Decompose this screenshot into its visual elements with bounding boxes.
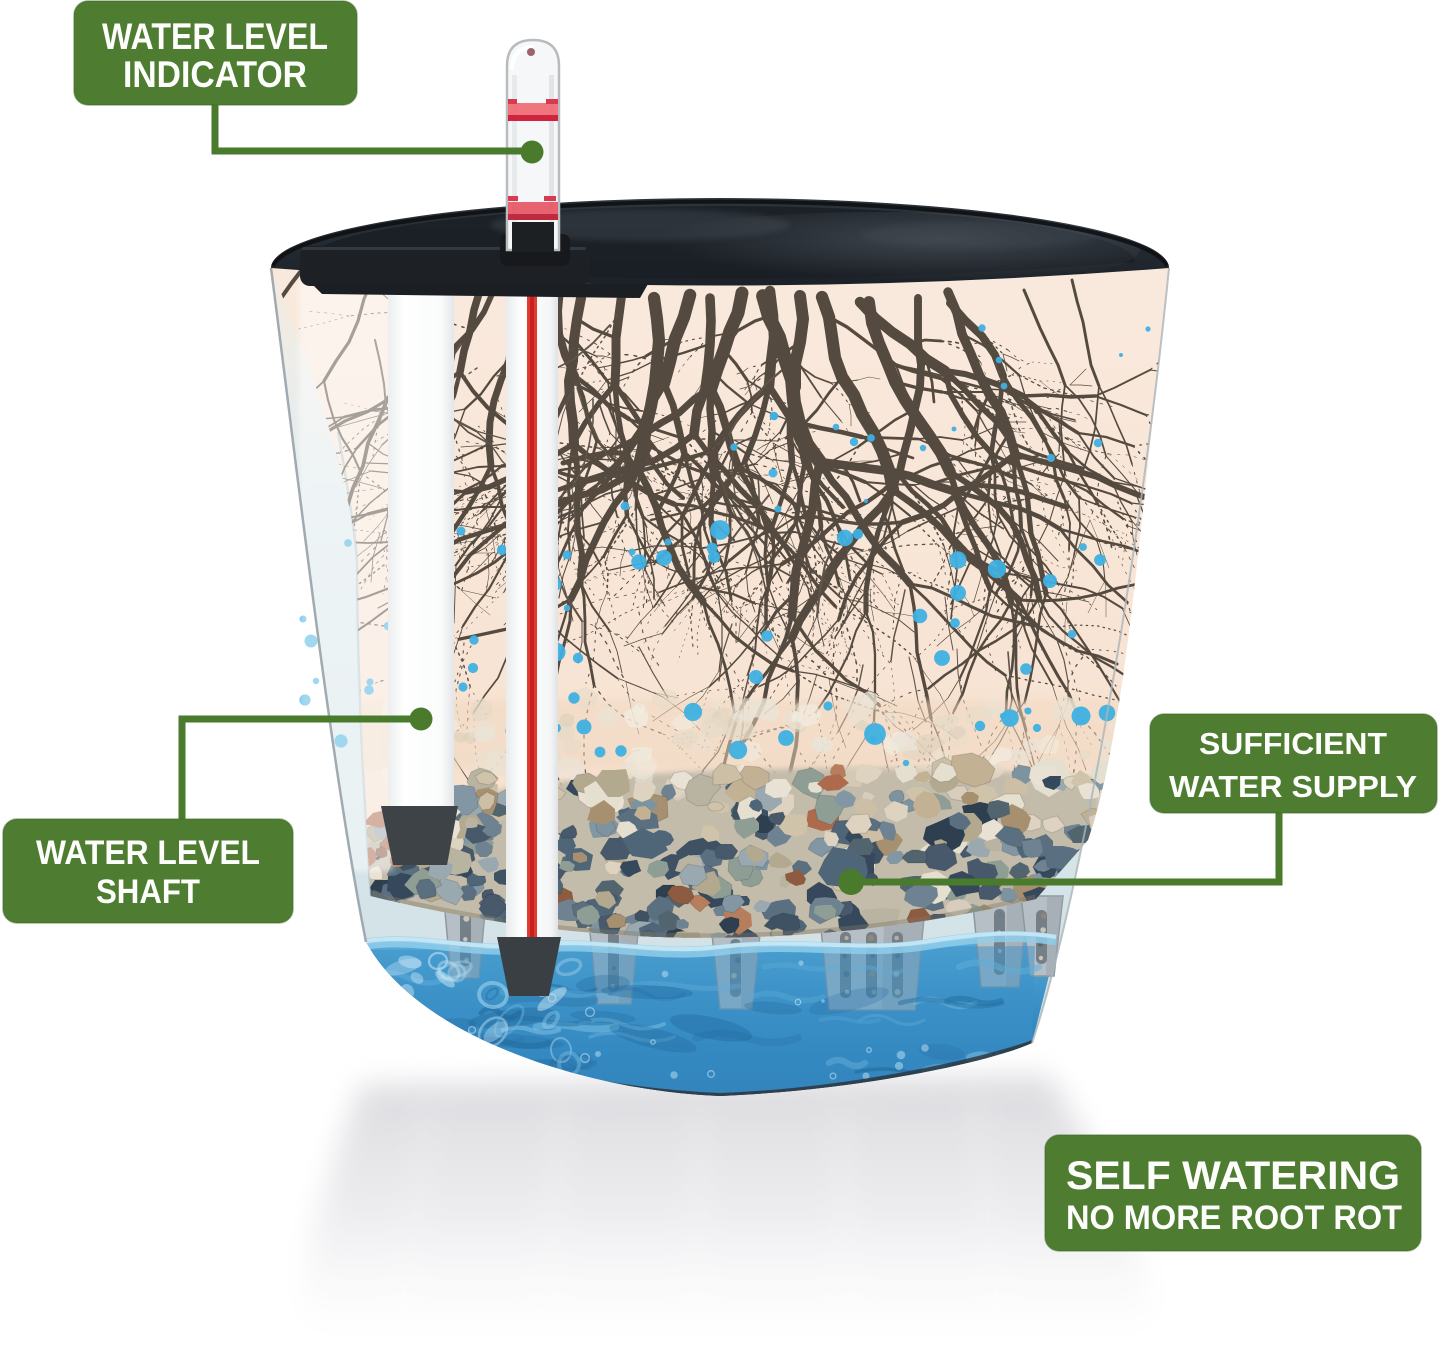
svg-text:SHAFT: SHAFT [96,873,200,911]
svg-text:NO MORE ROOT ROT: NO MORE ROOT ROT [1066,1199,1402,1237]
svg-text:SELF WATERING: SELF WATERING [1066,1154,1400,1198]
svg-text:WATER SUPPLY: WATER SUPPLY [1169,769,1417,804]
svg-text:INDICATOR: INDICATOR [123,54,307,95]
svg-text:WATER LEVEL: WATER LEVEL [102,16,328,57]
svg-text:SUFFICIENT: SUFFICIENT [1199,726,1387,761]
svg-text:WATER LEVEL: WATER LEVEL [36,834,260,872]
